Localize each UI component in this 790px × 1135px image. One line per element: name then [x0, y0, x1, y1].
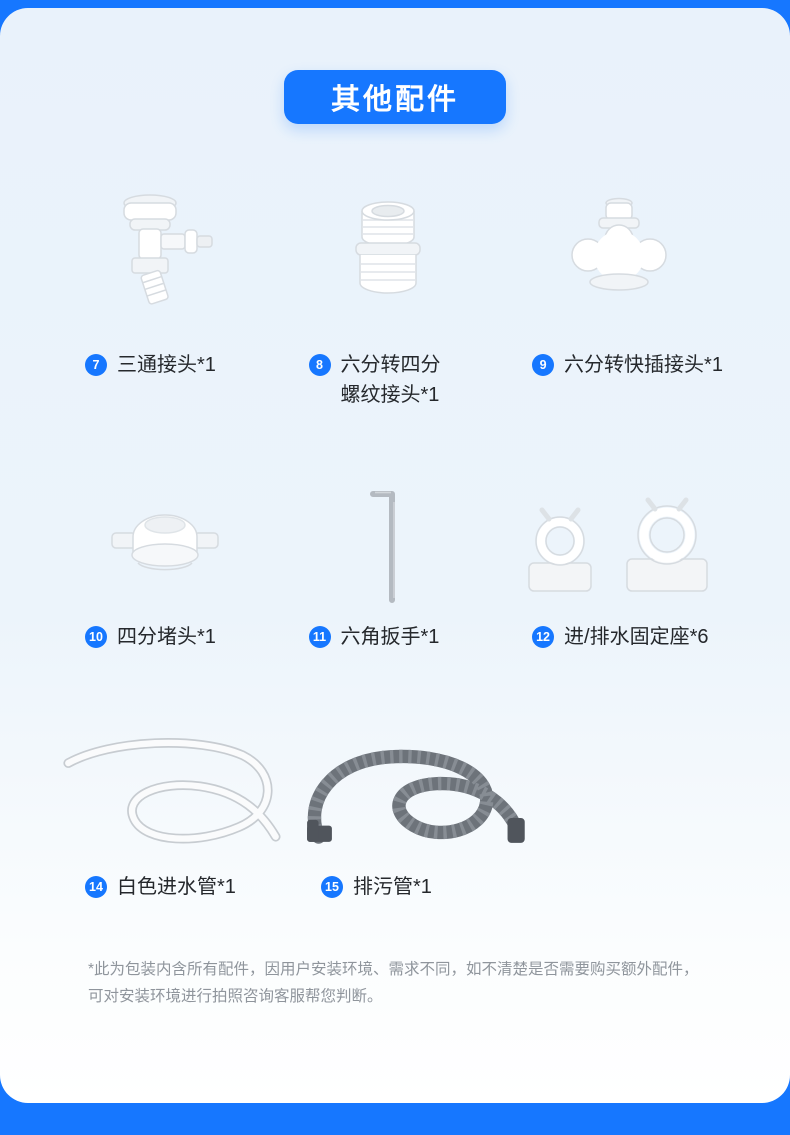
footnote-line-1: *此为包装内含所有配件，因用户安装环境、需求不同，如不清楚是否需要购买额外配件，: [88, 961, 699, 978]
plug-cap-icon: [111, 514, 219, 571]
threaded-adapter-icon: [355, 201, 422, 294]
footnote: *此为包装内含所有配件，因用户安装环境、需求不同，如不清楚是否需要购买额外配件，…: [88, 956, 716, 1010]
white-inlet-tube-icon: [63, 738, 281, 844]
tee-connector-image: [53, 170, 277, 338]
accessory-row-2: 10 四分堵头*1 11 六角扳手*1: [53, 480, 737, 652]
fixing-clips-icon: [527, 497, 708, 592]
accessory-label-row: 7 三通接头*1: [53, 350, 277, 380]
accessory-label: 进/排水固定座*6: [564, 626, 709, 648]
quick-insert-adapter-icon: [570, 197, 667, 291]
drain-hose-image: [289, 734, 539, 860]
accessory-item-9: 9 六分转快插接头*1: [500, 170, 737, 410]
accessory-item-7: 7 三通接头*1: [53, 170, 277, 410]
threaded-adapter-image: [277, 170, 501, 338]
accessory-label-row: 8 六分转四分螺纹接头*1: [277, 350, 501, 410]
section-title-pill: 其他配件: [284, 70, 506, 124]
item-number-badge: 7: [85, 354, 107, 376]
item-number-badge: 10: [85, 626, 107, 648]
item-number-badge: 15: [321, 876, 343, 898]
accessory-label-row: 11 六角扳手*1: [277, 622, 501, 652]
accessory-label: 三通接头*1: [117, 354, 216, 376]
hex-wrench-image: [277, 480, 501, 610]
accessory-item-12: 12 进/排水固定座*6: [500, 480, 737, 652]
fixing-clips-image: [500, 480, 737, 610]
accessory-empty-cell: [539, 734, 737, 902]
item-number-badge: 14: [85, 876, 107, 898]
hex-wrench-icon: [370, 491, 396, 603]
accessory-item-14: 14 白色进水管*1: [53, 734, 289, 902]
accessory-label-row: 15 排污管*1: [289, 872, 539, 902]
tee-connector-icon: [123, 194, 213, 305]
accessory-label: 排污管*1: [353, 876, 432, 898]
accessory-label: 六分转四分螺纹接头*1: [340, 354, 441, 406]
accessory-item-11: 11 六角扳手*1: [277, 480, 501, 652]
item-number-badge: 11: [308, 626, 331, 648]
accessory-item-8: 8 六分转四分螺纹接头*1: [277, 170, 501, 410]
plug-cap-image: [53, 480, 277, 610]
section-title: 其他配件: [330, 84, 459, 116]
accessory-label-row: 12 进/排水固定座*6: [500, 622, 737, 652]
drain-hose-icon: [307, 749, 525, 844]
white-inlet-tube-image: [53, 734, 289, 860]
item-number-badge: 9: [532, 354, 555, 376]
accessory-label: 四分堵头*1: [117, 626, 216, 648]
quick-insert-adapter-image: [500, 170, 737, 338]
accessory-item-15: 15 排污管*1: [289, 734, 539, 902]
accessory-row-1: 7 三通接头*1: [53, 170, 737, 410]
accessory-label: 白色进水管*1: [117, 876, 236, 898]
item-number-badge: 12: [532, 626, 555, 648]
accessory-label-row: 10 四分堵头*1: [53, 622, 277, 652]
accessory-row-3: 14 白色进水管*1: [53, 734, 737, 902]
content-panel: 其他配件: [0, 8, 790, 1103]
accessory-label: 六角扳手*1: [340, 626, 440, 648]
item-number-badge: 8: [308, 354, 331, 376]
accessory-label-row: 9 六分转快插接头*1: [500, 350, 737, 380]
accessory-item-10: 10 四分堵头*1: [53, 480, 277, 652]
footnote-line-2: 可对安装环境进行拍照咨询客服帮您判断。: [88, 988, 383, 1005]
accessory-label: 六分转快插接头*1: [564, 354, 723, 376]
accessory-label-row: 14 白色进水管*1: [53, 872, 289, 902]
